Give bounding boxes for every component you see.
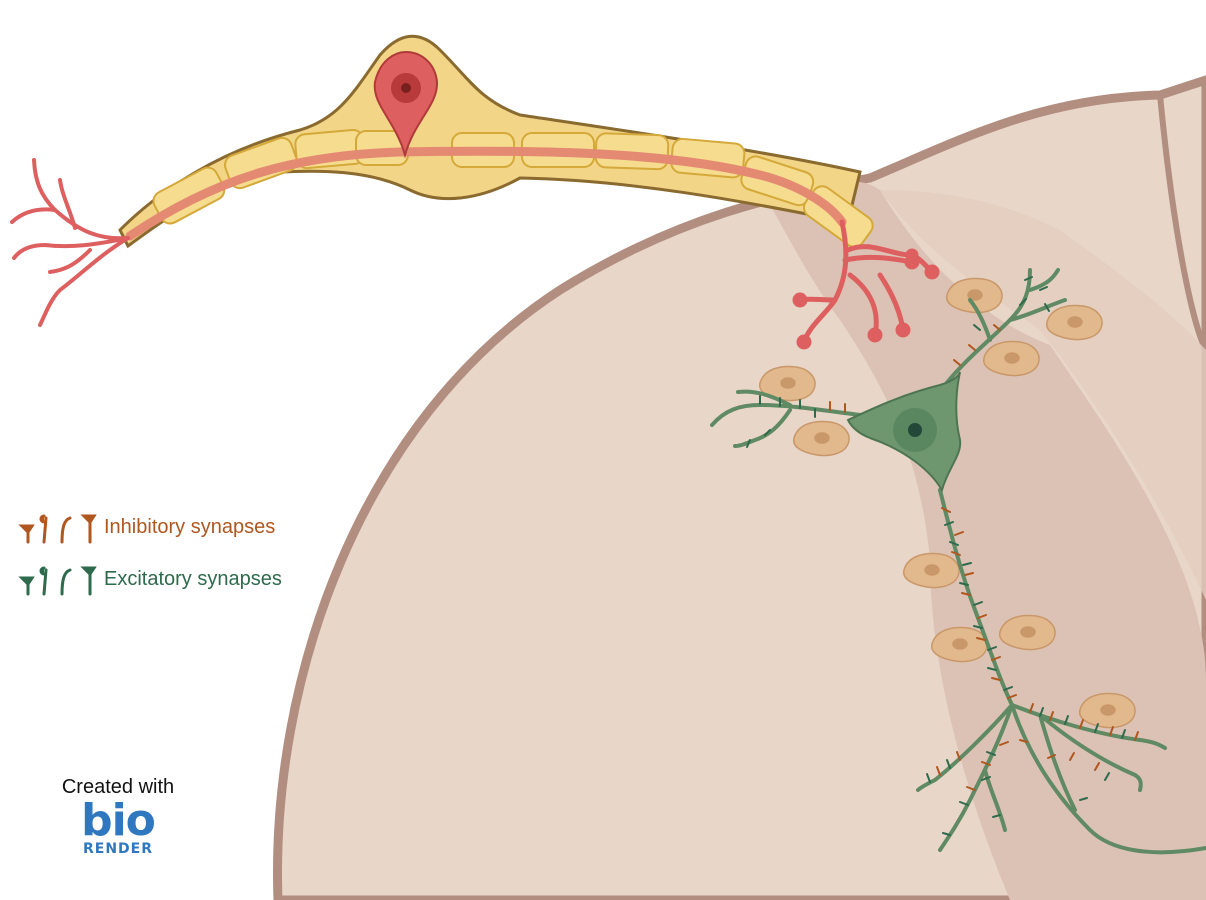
- inhibitory-label: Inhibitory synapses: [104, 515, 276, 538]
- axon-core: [125, 146, 847, 241]
- legend-inhibitory: Inhibitory synapses: [18, 510, 275, 544]
- gray-matter-inner: [880, 190, 1206, 600]
- peripheral-terminal: [10, 158, 130, 327]
- excitatory-label: Excitatory synapses: [104, 567, 282, 590]
- glial-cells: [758, 277, 1136, 729]
- synapse-spines: [746, 276, 1139, 836]
- nucleolus: [908, 423, 922, 437]
- central-terminal: [792, 219, 940, 350]
- brand-sub: RENDER: [82, 841, 154, 857]
- inhibitory-synapse-icon: [18, 514, 97, 544]
- biorender-logo: bio RENDER: [52, 799, 184, 858]
- legend-excitatory: Excitatory synapses: [18, 562, 282, 596]
- brand-word: bio: [81, 795, 156, 846]
- midline-septum: [1157, 94, 1206, 352]
- created-with-text: Created with: [61, 776, 175, 798]
- cell-body: [373, 50, 439, 159]
- biorender-credit: Created with bio RENDER: [52, 776, 184, 857]
- motor-neuron: [710, 268, 1206, 855]
- excitatory-synapse-icon: [18, 566, 97, 596]
- dendrites: [710, 268, 1206, 855]
- sensory-neuron: [10, 34, 940, 350]
